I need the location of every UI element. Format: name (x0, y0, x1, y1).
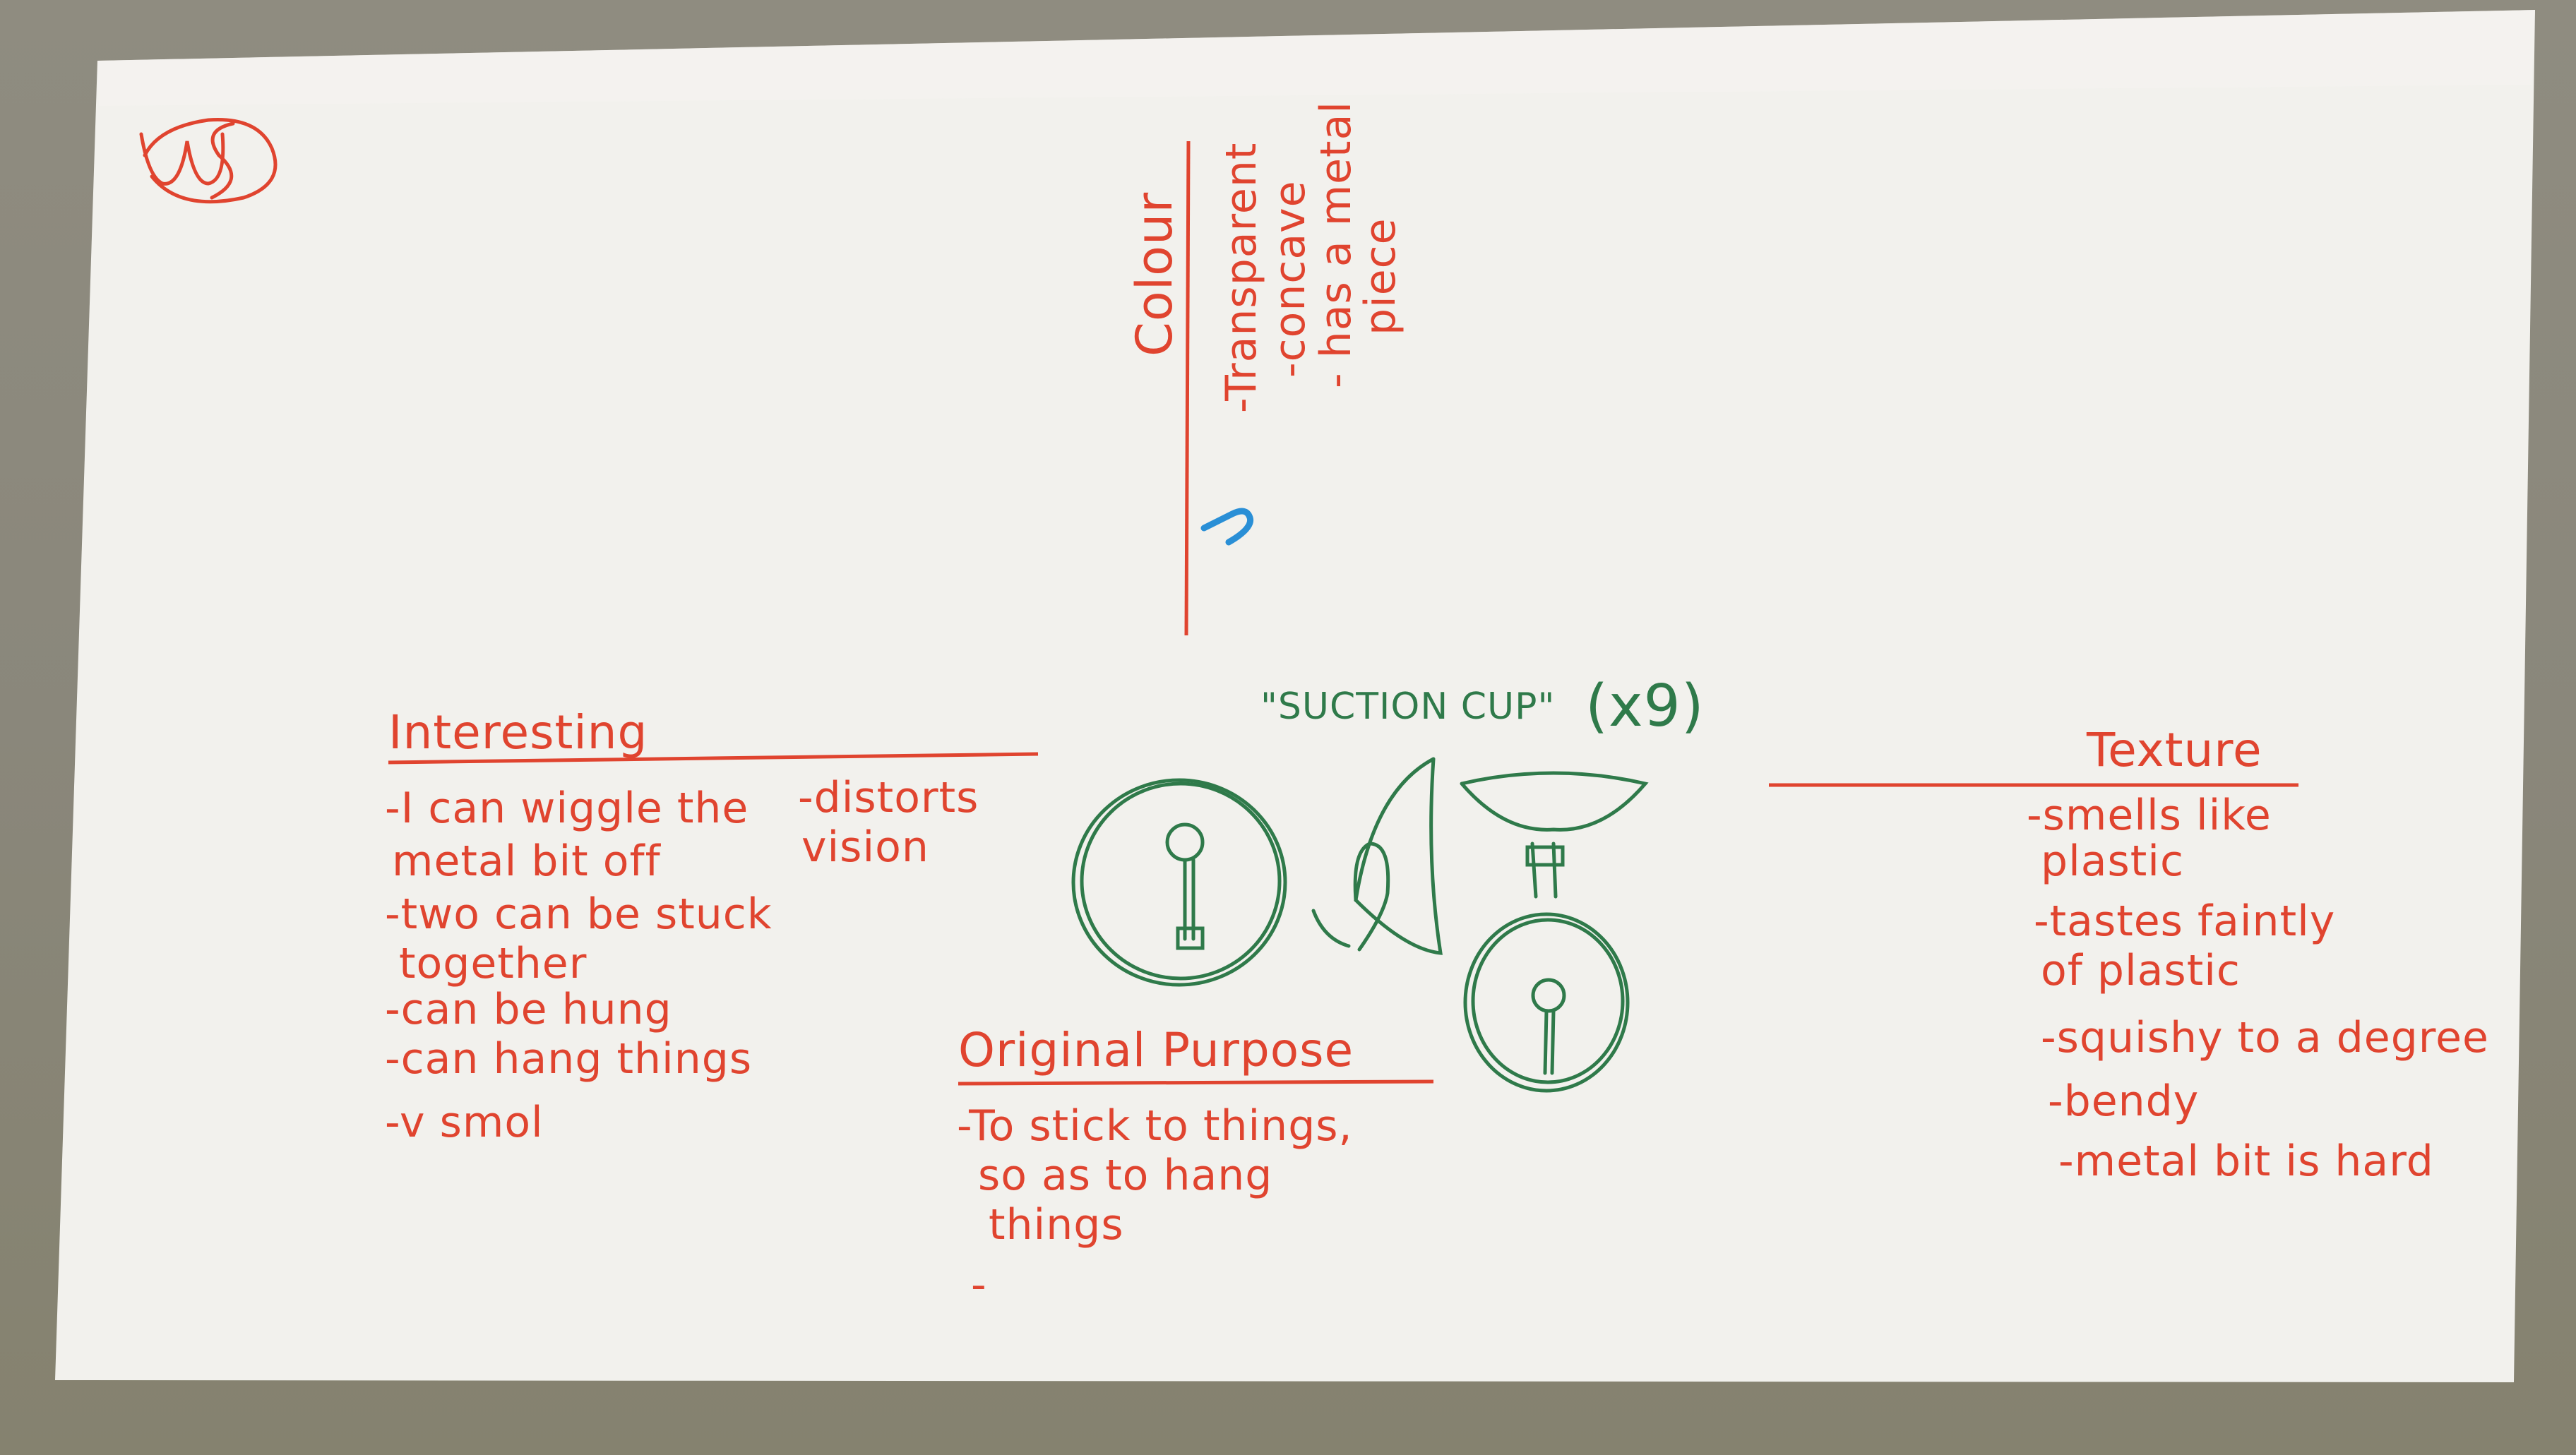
paper-background (55, 10, 2535, 1382)
texture-item: -squishy to a degree (2041, 1013, 2489, 1062)
interesting-item: -can hang things (385, 1034, 753, 1084)
interesting-heading: Interesting (388, 705, 648, 760)
colour-item-concave: -concave (1265, 180, 1315, 378)
interesting-item: -can be hung (385, 985, 672, 1034)
purpose-item: things (989, 1200, 1124, 1250)
interesting-item: metal bit off (392, 837, 661, 886)
purpose-item: - (971, 1260, 987, 1310)
texture-item: -smells like (2027, 791, 2272, 840)
object-count-label: (x9) (1585, 673, 1705, 740)
purpose-item: so as to hang (978, 1151, 1273, 1200)
suction-cup-sketch (1071, 757, 1649, 1093)
initials-logo (139, 118, 278, 204)
colour-item-transparent: -Transparent (1217, 142, 1266, 413)
interesting-item: -v smol (385, 1098, 544, 1147)
interesting-side-item: -distorts (798, 773, 979, 822)
interesting-item: -I can wiggle the (385, 784, 749, 833)
interesting-item: -two can be stuck (385, 890, 773, 939)
texture-item: of plastic (2041, 946, 2241, 995)
interesting-side-item: vision (801, 822, 929, 872)
texture-heading: Texture (2087, 723, 2262, 777)
interesting-item: together (399, 939, 588, 988)
colour-item-metal: - has a metal (1311, 100, 1361, 388)
purpose-heading: Original Purpose (958, 1023, 1354, 1077)
colour-divider-line (1184, 140, 1191, 636)
object-name-label: "SUCTION CUP" (1260, 685, 1556, 728)
colour-item-piece: piece (1356, 217, 1405, 335)
colour-heading: Colour (1126, 191, 1183, 357)
texture-item: -bendy (2048, 1077, 2200, 1126)
texture-item: -tastes faintly (2034, 897, 2336, 946)
blue-mark (1200, 508, 1254, 546)
interesting-underline (388, 752, 1039, 765)
purpose-item: -To stick to things, (957, 1101, 1353, 1151)
texture-item: plastic (2041, 837, 2184, 886)
purpose-underline (958, 1079, 1434, 1086)
texture-item: -metal bit is hard (2058, 1137, 2434, 1186)
